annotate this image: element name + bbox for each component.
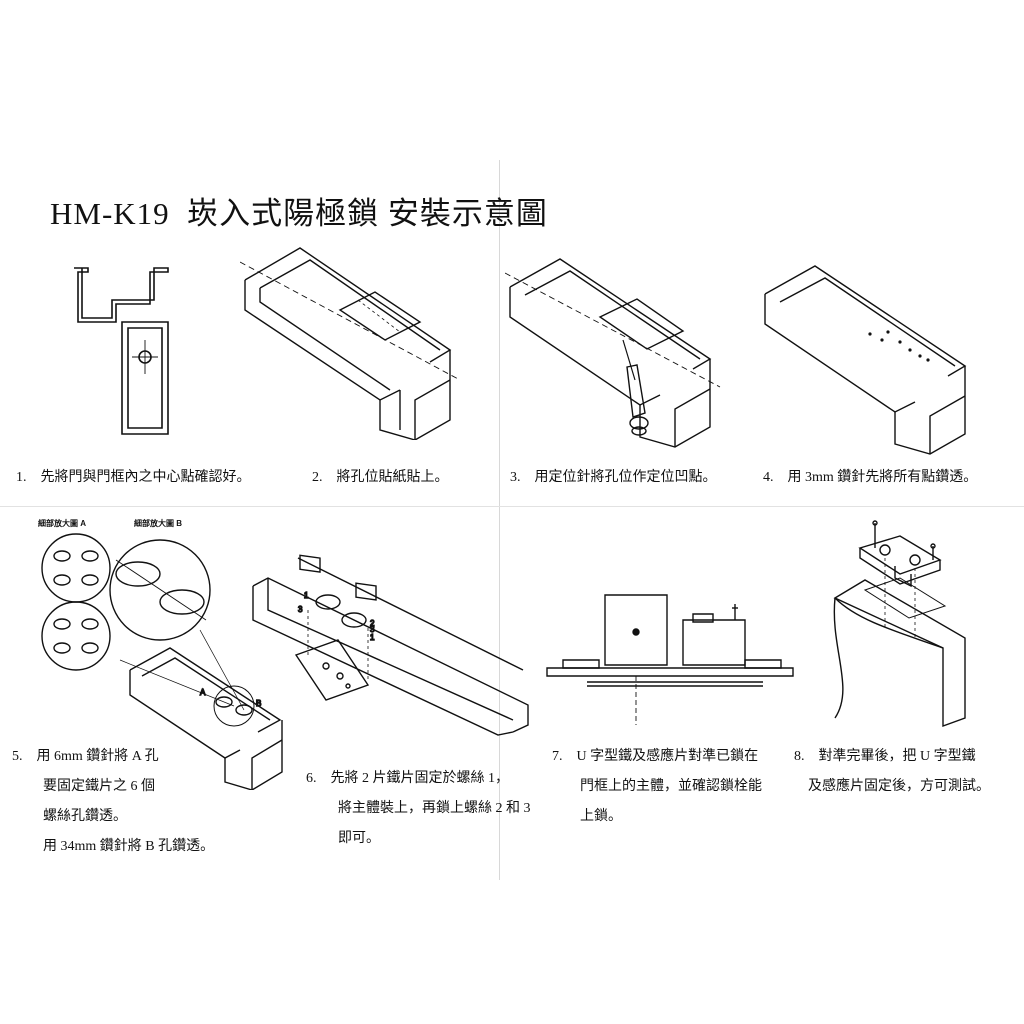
step-6-line-2: 將主體裝上，再鎖上螺絲 2 和 3 [338,801,531,816]
step-7-line-1: U 字型鐵及感應片對準已鎖在 [576,749,759,764]
step-2-caption: 2. 將孔位貼紙貼上。 [312,468,449,488]
figure-step-3 [505,255,735,455]
step-7-number: 7. [552,749,563,764]
document-title: HM-K19 崁入式陽極鎖 安裝示意圖 [50,188,548,233]
step-5-line-2: 要固定鐵片之 6 個 [43,779,155,794]
figure-step-5: A B [20,530,310,790]
step-6-caption: 6. 先將 2 片鐵片固定於螺絲 1， 將主體裝上，再鎖上螺絲 2 和 3 即可。 [306,764,531,854]
paper-fold-vertical [499,160,500,880]
step-5-number: 5. [12,749,23,764]
step-2-text: 將孔位貼紙貼上。 [336,470,449,485]
step-1-number: 1. [16,470,27,485]
screw-1-label-left: 1 [304,591,309,600]
step-3-caption: 3. 用定位針將孔位作定位凹點。 [510,468,717,488]
step-1-text: 先將門與門框內之中心點確認好。 [40,470,251,485]
figure-step-8 [825,518,975,728]
figure-step-7 [545,590,795,730]
screw-1-label-right: 1 [370,633,375,642]
figure-step-4 [760,262,980,457]
hole-a-label: A [200,688,206,697]
step-6-number: 6. [306,771,317,786]
figure-step-2 [240,240,470,440]
screw-3-label-left: 3 [298,605,303,614]
screw-3-label-right: 3 [370,625,375,634]
step-3-number: 3. [510,470,521,485]
step-4-text: 用 3mm 鑽針先將所有點鑽透。 [787,470,978,485]
step-8-caption: 8. 對準完畢後，把 U 字型鐵 及感應片固定後，方可測試。 [794,742,990,802]
step-4-number: 4. [763,470,774,485]
step-5-line-1: 用 6mm 鑽針將 A 孔 [36,749,159,764]
step-5-line-4: 用 34mm 鑽針將 B 孔鑽透。 [43,839,215,854]
step-8-line-2: 及感應片固定後，方可測試。 [808,779,990,794]
step-7-caption: 7. U 字型鐵及感應片對準已鎖在 門框上的主體，並確認鎖栓能 上鎖。 [552,742,762,832]
step-6-line-3: 即可。 [338,831,380,846]
step-7-line-2: 門框上的主體，並確認鎖栓能 [580,779,762,794]
step-4-caption: 4. 用 3mm 鑽針先將所有點鑽透。 [763,468,977,488]
hole-b-label: B [256,699,261,708]
detail-a-label: 細部放大圖 A [38,519,86,528]
step-3-text: 用定位針將孔位作定位凹點。 [534,470,717,485]
step-1-caption: 1. 先將門與門框內之中心點確認好。 [16,468,251,488]
paper-fold-horizontal [0,506,1024,507]
step-5-caption: 5. 用 6mm 鑽針將 A 孔 要固定鐵片之 6 個 螺絲孔鑽透。 用 34mm… [12,742,214,862]
step-5-line-3: 螺絲孔鑽透。 [43,809,127,824]
step-8-number: 8. [794,749,805,764]
step-8-line-1: 對準完畢後，把 U 字型鐵 [818,749,976,764]
title-text: 崁入式陽極鎖 安裝示意圖 [187,196,548,231]
detail-b-label: 細部放大圖 B [134,519,182,528]
step-2-number: 2. [312,470,323,485]
title-model: HM-K19 [50,196,170,231]
step-7-line-3: 上鎖。 [580,809,622,824]
screw-2-label: 2 [370,619,375,628]
figure-step-1 [60,262,190,437]
step-6-line-1: 先將 2 片鐵片固定於螺絲 1， [330,771,510,786]
figure-step-6: 1 3 3 2 1 [248,540,538,740]
